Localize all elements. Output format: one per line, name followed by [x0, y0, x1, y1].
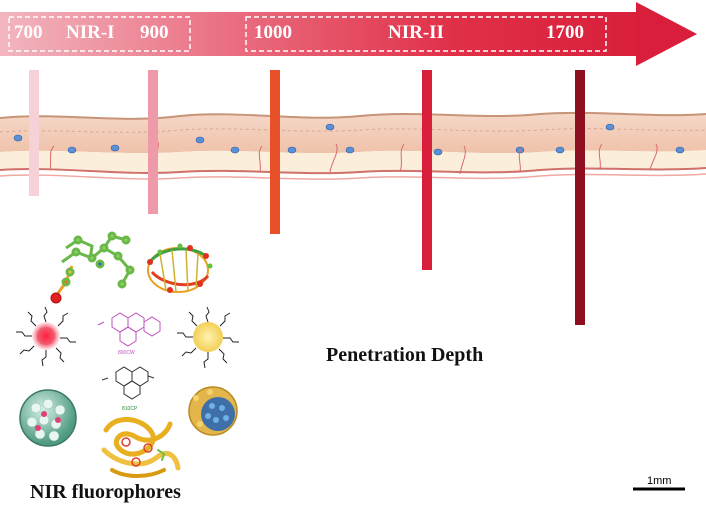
- arrow-shaft: [0, 12, 648, 56]
- nir-i-start-label: 700: [14, 22, 43, 43]
- nir-ii-end-label: 1700: [546, 22, 584, 43]
- depth-bar-4: [422, 70, 432, 270]
- nir-i-end-label: 900: [140, 22, 169, 43]
- green-nanoparticle: [19, 389, 77, 447]
- yellow-micelle: [177, 306, 239, 369]
- penetration-depth-caption: Penetration Depth: [326, 344, 484, 366]
- nir-i-label: NIR-I: [66, 22, 115, 43]
- nir-ii-box: [245, 16, 607, 52]
- dye1-label: 800CW: [118, 350, 135, 356]
- depth-bar-1: [29, 70, 39, 196]
- depth-bar-2: [148, 70, 158, 214]
- depth-bar-5: [575, 70, 585, 325]
- depth-bars: [29, 70, 585, 325]
- skin-cross-section: [0, 111, 706, 180]
- red-micelle: [16, 306, 76, 367]
- dye-structure-810cp: 810CP: [101, 366, 155, 412]
- nir-fluorophores-caption: NIR fluorophores: [30, 481, 181, 503]
- gold-nanoparticle: [188, 386, 238, 436]
- fluorophore-illustrations: 800CW 810CP: [16, 231, 239, 478]
- protein-complex: [101, 417, 181, 478]
- nir-ii-label: NIR-II: [388, 22, 444, 43]
- carbon-nanotube: [147, 243, 213, 293]
- dye2-label: 810CP: [122, 406, 138, 412]
- dye-structure-800cw: 800CW: [97, 312, 161, 356]
- depth-bar-3: [270, 70, 280, 234]
- small-molecule-model: [50, 231, 135, 304]
- spectrum-arrow: [0, 2, 697, 66]
- nir-ii-start-label: 1000: [254, 22, 292, 43]
- nir-i-box: [8, 16, 191, 52]
- arrow-head: [636, 2, 697, 66]
- scale-bar-label: 1mm: [647, 475, 672, 487]
